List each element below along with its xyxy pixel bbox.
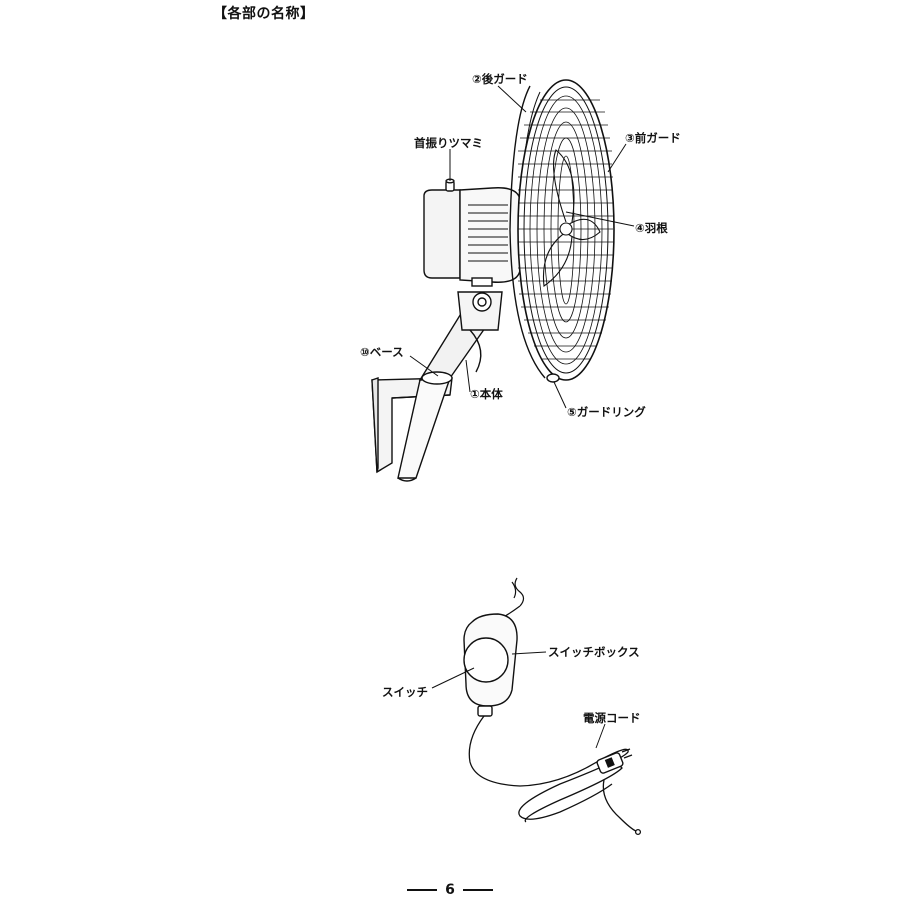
switch-leader-lines [431,651,606,749]
blade [542,149,601,287]
page-number-value: 6 [445,882,455,898]
page-number-dash-left [407,889,438,891]
label-base: ⑩ベース [360,345,404,359]
page-number: 6 [0,882,900,898]
label-power-cord: 電源コード [583,711,641,725]
label-switch-box: スイッチボックス [548,645,640,659]
power-cord [468,715,642,836]
label-front-guard: ③前ガード [625,131,681,145]
label-oscillation-knob: 首振りツマミ [414,136,483,150]
label-switch: スイッチ [382,685,428,699]
label-body: ①本体 [470,387,503,401]
label-rear-guard: ②後ガード [472,72,528,86]
switch-box-illustration [463,577,642,836]
wall-fan-illustration [371,79,615,482]
fan-leader-lines [409,85,635,409]
plug [596,748,633,774]
label-guard-ring: ⑤ガードリング [567,405,646,419]
motor-housing [423,187,521,287]
switch-box [463,613,518,717]
section-heading: 【各部の名称】 [213,6,315,22]
guard-ring-clip [546,373,560,383]
page-number-dash-right [462,889,493,891]
switch-knob [463,637,509,683]
label-blade: ④羽根 [635,221,668,235]
pivot-joint [457,291,503,373]
